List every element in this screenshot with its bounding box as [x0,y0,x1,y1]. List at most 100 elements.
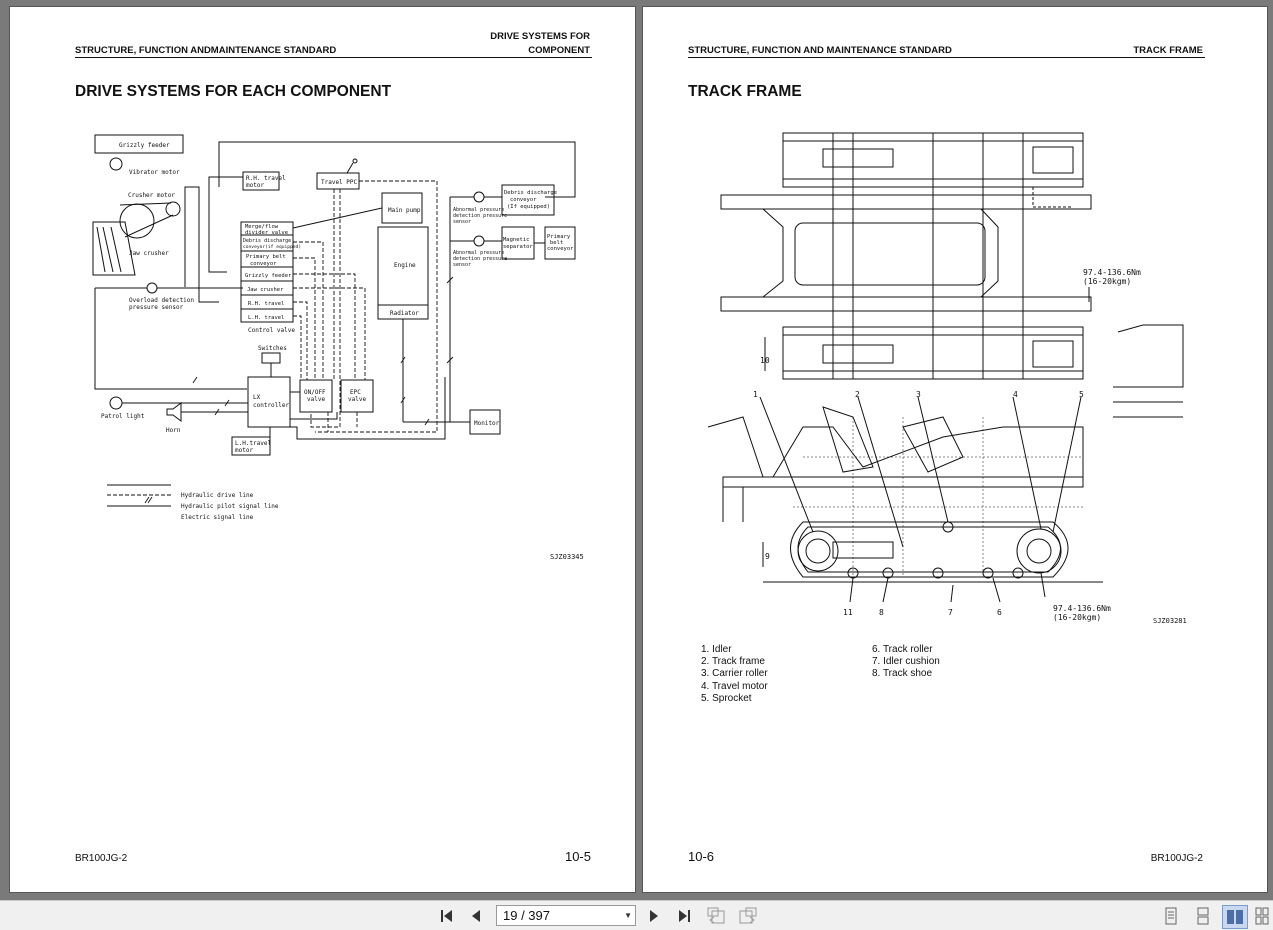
go-forward-button[interactable] [737,905,759,927]
part-item: 1. Idler [701,644,732,655]
first-page-button[interactable] [436,905,458,927]
lbl-grizzly-feeder: Grizzly feeder [119,142,170,149]
lbl-rh-travel-motor-2: motor [246,182,264,189]
header-right-line2: COMPONENT [528,45,590,56]
lbl-cv-jaw: Jaw crusher [247,287,284,293]
part-item: 6. Track roller [872,644,933,655]
header-right: TRACK FRAME [1133,45,1203,56]
lbl-engine: Engine [394,262,416,269]
control-valve-stack [240,221,294,323]
page-number-input[interactable]: 19 / 397 ▼ [496,905,636,926]
page-title: TRACK FRAME [688,83,802,100]
lbl-switches: Switches [258,345,287,352]
lbl-magnetic-2: separator [503,244,533,250]
callout-2: 2 [855,390,860,399]
lbl-cv-debris2: conveyor(if equipped) [243,244,301,250]
go-back-button[interactable] [705,905,727,927]
next-page-button[interactable] [643,905,665,927]
part-item: 4. Travel motor [701,680,768,692]
horn-symbol [166,402,182,422]
lbl-debris-3: (If equipped) [507,204,550,210]
lbl-epc-1: EPC [350,389,361,396]
rh-travel-motor-box [242,171,280,191]
callout-3: 3 [916,390,921,399]
single-page-view-button[interactable] [1160,905,1182,927]
lbl-overload-1: Overload detection [129,297,194,304]
lbl-cv-primary: Primary belt [246,254,286,260]
document-viewport[interactable]: STRUCTURE, FUNCTION ANDMAINTENANCE STAND… [0,0,1273,900]
lbl-horn: Horn [166,427,181,434]
lbl-legend-hyd-pilot: Hydraulic pilot signal line [181,503,279,510]
abnormal-sensor-1 [473,191,485,203]
lbl-vibrator-motor: Vibrator motor [129,169,180,176]
lbl-patrol-light: Patrol light [101,413,145,420]
lbl-abn1-3: sensor [453,219,471,225]
top-frame-rail-lower [720,296,1092,312]
page-number: 10-5 [564,849,591,864]
previous-page-button[interactable] [465,905,487,927]
page-10-5: STRUCTURE, FUNCTION ANDMAINTENANCE STAND… [9,6,636,893]
onoff-valve-box [299,379,333,413]
lbl-overload-2: pressure sensor [129,304,184,311]
lbl-debris-2: conveyor [510,197,537,203]
previous-page-icon [472,910,480,922]
lbl-jaw-crusher: Jaw crusher [129,250,169,257]
lbl-abn2-3: sensor [453,262,471,268]
lbl-legend-hyd-drive: Hydraulic drive line [181,492,254,499]
lbl-radiator: Radiator [390,310,419,317]
page-indicator-text: 19 / 397 [503,908,550,923]
patrol-light-symbol [109,396,123,410]
lbl-cv-merge: Merge/flow [245,224,279,230]
lbl-onoff-1: ON/OFF [304,389,326,396]
two-page-continuous-icon [1255,907,1269,925]
next-page-icon [650,910,658,922]
go-back-icon [707,907,725,924]
parts-list-col2: 6. Track roller 7. Idler cushion 8. Trac… [872,644,940,681]
go-forward-icon [739,907,757,924]
track-frame-drawing: 97.4-136.6Nm (16-20kgm) 97.4-136.6Nm (16… [707,132,1187,625]
lbl-abn1-2: detection pressure [453,213,507,219]
parts-list-col1: 1. Idler 2. Track frame 3. Carrier rolle… [701,644,768,705]
torque-label-1a: 97.4-136.6Nm [1083,268,1141,277]
lbl-cv-primary2: conveyor [250,261,277,267]
lbl-debris-1: Debris discharge [504,190,557,196]
lbl-magnetic-1: Magnetic [503,237,530,243]
lbl-primary-3: conveyor [547,246,574,252]
lbl-rh-travel-motor-1: R.H. travel [246,175,286,182]
last-page-button[interactable] [673,905,695,927]
lbl-lx-2: controller [253,402,290,409]
footer-model: BR100JG-2 [1150,853,1203,864]
diagram-code: SJZ03345 [550,553,584,561]
continuous-view-button[interactable] [1192,905,1214,927]
callout-7: 7 [948,608,953,617]
header-right: DRIVE SYSTEMS FOR COMPONENT [490,30,590,58]
lbl-cv-debris: Debris discharge [243,238,291,244]
two-page-continuous-view-button[interactable] [1253,905,1271,927]
callout-4: 4 [1013,390,1018,399]
two-page-view-button[interactable] [1222,905,1248,929]
torque-label-2a: 97.4-136.6Nm [1053,604,1111,613]
callout-1: 1 [753,390,758,399]
vibrator-motor-symbol [109,157,123,171]
lbl-cv-lh: L.H. travel [248,315,284,321]
lbl-abn2-2: detection pressure [453,256,507,262]
header-left: STRUCTURE, FUNCTION AND MAINTENANCE STAN… [688,45,952,56]
viewer-toolbar: 19 / 397 ▼ [0,900,1273,930]
lbl-legend-electric: Electric signal line [181,514,254,521]
part-item: 2. Track frame [701,656,765,668]
track-chain [790,521,1069,578]
header-right-line1: DRIVE SYSTEMS FOR [490,31,590,42]
torque-label-1b: (16-20kgm) [1083,277,1131,286]
drawing-code: SJZ03281 [1153,617,1187,625]
callout-6: 6 [997,608,1002,617]
lbl-lx-1: LX [253,394,261,401]
page-10-6: STRUCTURE, FUNCTION AND MAINTENANCE STAN… [642,6,1268,893]
callout-5: 5 [1079,390,1084,399]
lbl-lh-travel-2: motor [235,447,253,454]
drive-system-diagram: Grizzly feeder Vibrator motor Crusher mo… [92,134,584,561]
first-page-icon [441,910,452,922]
lbl-lh-travel-1: L.H.travel [235,440,272,447]
chevron-down-icon[interactable]: ▼ [624,911,632,920]
lbl-travel-ppc: Travel PPC [321,179,358,186]
part-item: 8. Track shoe [872,668,933,680]
